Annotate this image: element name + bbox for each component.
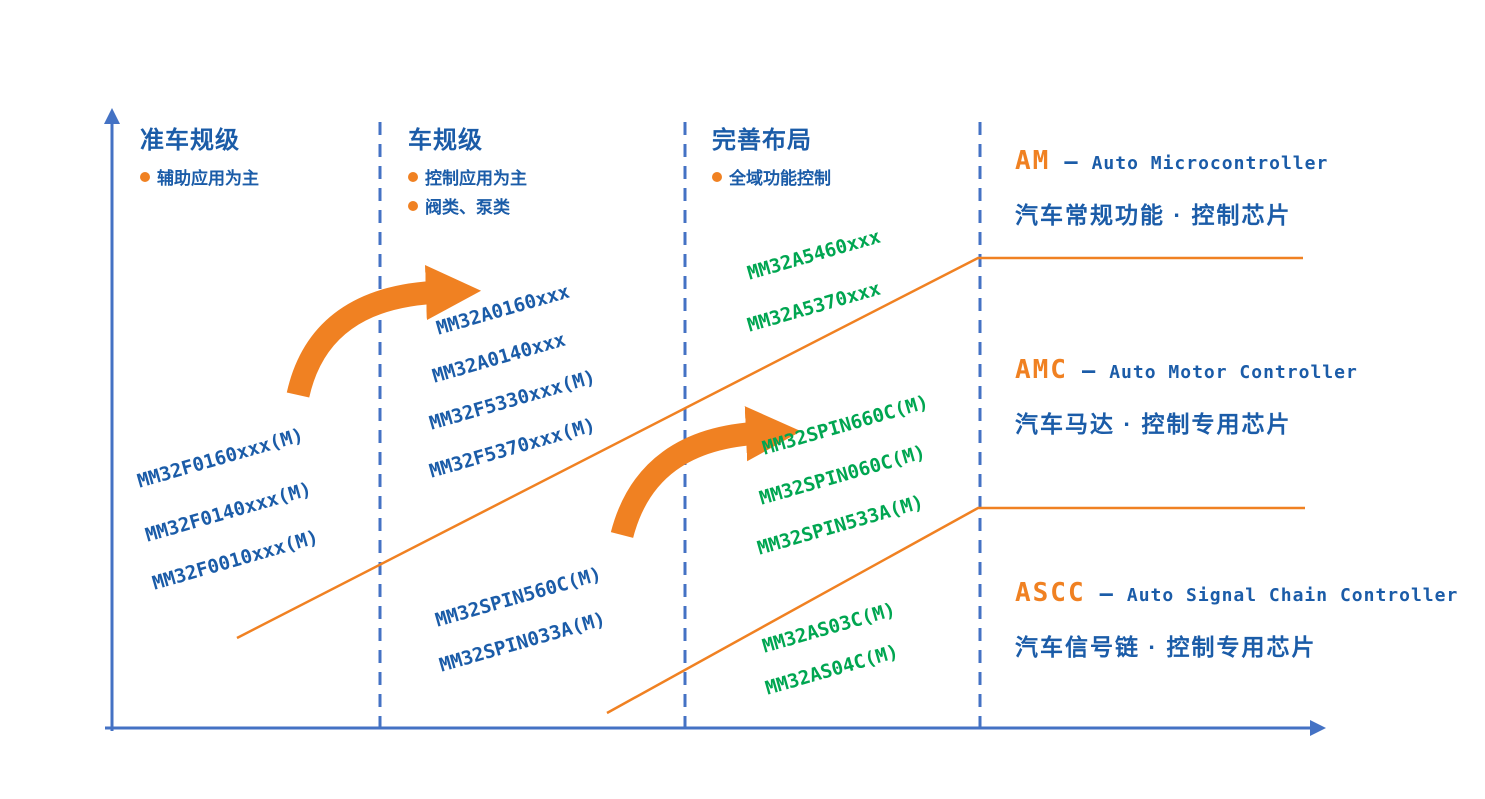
column-title-1: 准车规级 bbox=[140, 127, 240, 154]
chip-label: MM32F0160xxx(M) bbox=[134, 424, 306, 493]
progress-arrow-2 bbox=[610, 406, 802, 539]
column-title-3: 完善布局 bbox=[712, 127, 812, 154]
progress-arrow-1 bbox=[286, 264, 482, 398]
column-2-bullet-1: 控制应用为主 bbox=[408, 164, 527, 189]
column-2-bullet-2: 阀类、泵类 bbox=[408, 193, 510, 218]
legend-dash: — bbox=[1064, 150, 1078, 175]
bullet-text: 阀类、泵类 bbox=[425, 198, 510, 217]
column-3-bullet-1: 全域功能控制 bbox=[712, 164, 831, 189]
bullet-dot-icon bbox=[408, 200, 418, 211]
column-1-bullet-1: 辅助应用为主 bbox=[140, 164, 259, 189]
legend-name: Auto Signal Chain Controller bbox=[1126, 585, 1459, 606]
legend-desc-amc: 汽车马达 · 控制专用芯片 bbox=[1015, 411, 1292, 437]
bullet-text: 辅助应用为主 bbox=[157, 169, 259, 188]
legend-row-am: AM — Auto Microcontroller bbox=[1015, 146, 1328, 176]
legend-abbr: ASCC bbox=[1015, 578, 1086, 608]
legend-abbr: AM bbox=[1015, 146, 1051, 176]
legend-desc-am: 汽车常规功能 · 控制芯片 bbox=[1015, 202, 1292, 228]
legend-name: Auto Motor Controller bbox=[1109, 362, 1358, 383]
column-title-2: 车规级 bbox=[408, 127, 483, 154]
legend-desc-ascc: 汽车信号链 · 控制专用芯片 bbox=[1015, 634, 1317, 660]
bullet-dot-icon bbox=[140, 171, 150, 182]
x-axis bbox=[105, 720, 1326, 736]
legend-abbr: AMC bbox=[1015, 355, 1068, 385]
legend-row-amc: AMC — Auto Motor Controller bbox=[1015, 355, 1358, 385]
bullet-dot-icon bbox=[408, 171, 418, 182]
bullet-text: 控制应用为主 bbox=[425, 169, 527, 188]
y-axis bbox=[104, 108, 120, 731]
bullet-text: 全域功能控制 bbox=[729, 169, 831, 188]
bullet-dot-icon bbox=[712, 171, 722, 182]
legend-dash: — bbox=[1081, 359, 1096, 384]
legend-row-ascc: ASCC — Auto Signal Chain Controller bbox=[1015, 578, 1458, 608]
chip-label: MM32A5460xxx bbox=[744, 225, 883, 285]
trend-line-lower bbox=[606, 506, 1305, 715]
legend-name: Auto Microcontroller bbox=[1091, 153, 1329, 174]
chip-label: MM32A5370xxx bbox=[744, 277, 883, 337]
legend-dash: — bbox=[1099, 582, 1113, 607]
